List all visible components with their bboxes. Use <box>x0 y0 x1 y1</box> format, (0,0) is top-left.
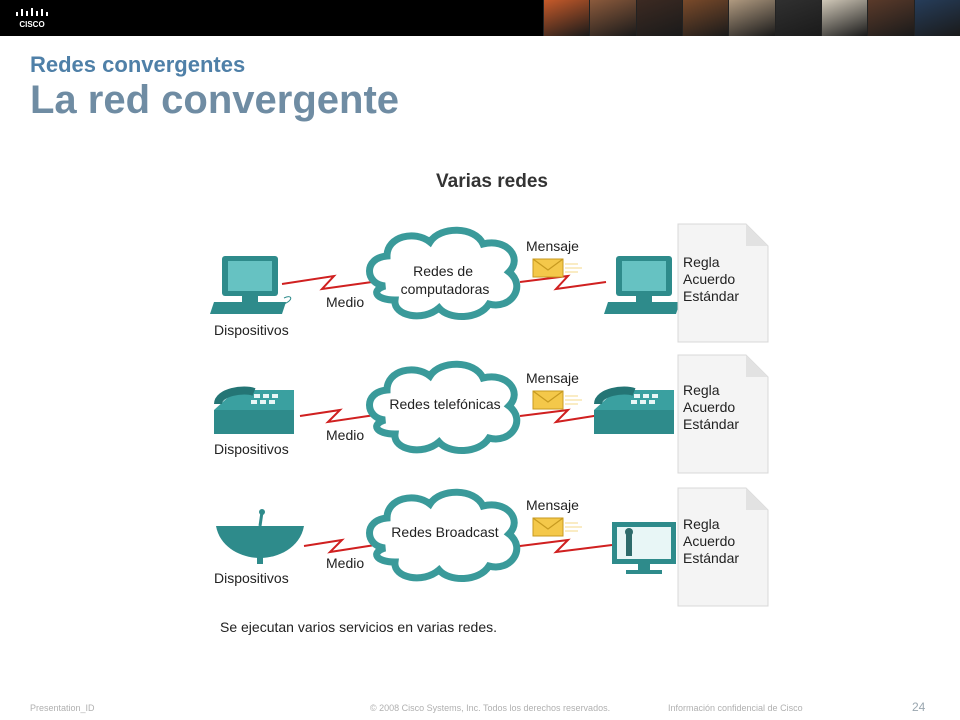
footer-presentation-id: Presentation_ID <box>30 703 95 713</box>
medium-link <box>299 408 376 424</box>
computer-icon <box>210 256 292 314</box>
rule-list: Regla Acuerdo Estándar <box>683 382 739 432</box>
slide-subtitle: Redes convergentes <box>30 52 246 77</box>
message-label: Mensaje <box>526 370 579 386</box>
envelope-icon <box>532 390 583 410</box>
medium-label: Medio <box>326 555 364 571</box>
network-label: Redes Broadcast <box>391 524 499 540</box>
message-label: Mensaje <box>526 238 579 254</box>
phone-icon <box>594 390 674 434</box>
envelope-icon <box>532 517 583 537</box>
computer-icon <box>604 256 680 314</box>
network-row-computers: Dispositivos Medio Redes de computadoras… <box>210 223 769 343</box>
cisco-logo-text: CISCO <box>19 20 44 29</box>
medium-link <box>519 538 613 554</box>
header-photo <box>589 0 636 36</box>
cisco-logo: CISCO <box>16 8 48 29</box>
header-photo <box>681 0 729 36</box>
network-label: Redes telefónicas <box>389 396 500 412</box>
header-photo <box>543 0 590 36</box>
device-label: Dispositivos <box>214 570 289 586</box>
top-bar: CISCO <box>0 0 960 36</box>
network-row-telephone: Dispositivos Medio Redes telefónicas Men… <box>214 354 769 474</box>
medium-link <box>303 538 376 554</box>
footer-confidential: Información confidencial de Cisco <box>668 703 803 713</box>
header-photo-strip <box>543 0 960 36</box>
header-photo <box>728 0 775 36</box>
medium-link <box>281 274 373 291</box>
slide-title: La red convergente <box>30 78 400 122</box>
medium-label: Medio <box>326 427 364 443</box>
envelope-icon <box>532 258 583 278</box>
phone-icon <box>214 390 294 434</box>
satellite-dish-icon <box>216 509 304 564</box>
network-label: Redes de computadoras <box>401 263 490 297</box>
rule-list: Regla Acuerdo Estándar <box>683 516 739 566</box>
network-label-line-2: computadoras <box>401 281 490 297</box>
message-label: Mensaje <box>526 497 579 513</box>
television-icon <box>612 522 676 574</box>
rule-list: Regla Acuerdo Estándar <box>683 254 739 304</box>
network-row-broadcast: Dispositivos Medio Redes Broadcast Mensa… <box>214 487 769 607</box>
footer-copyright: © 2008 Cisco Systems, Inc. Todos los der… <box>370 703 611 713</box>
medium-label: Medio <box>326 294 364 310</box>
network-label-line-1: Redes de <box>413 263 473 279</box>
diagram-heading: Varias redes <box>436 171 548 192</box>
page-number: 24 <box>912 700 926 714</box>
medium-link <box>519 408 601 424</box>
header-photo <box>774 0 821 36</box>
diagram-caption: Se ejecutan varios servicios en varias r… <box>220 619 497 635</box>
header-photo <box>913 0 960 36</box>
header-photo <box>820 0 868 36</box>
header-photo <box>635 0 682 36</box>
header-photo <box>867 0 914 36</box>
device-label: Dispositivos <box>214 441 289 457</box>
device-label: Dispositivos <box>214 322 289 338</box>
medium-link <box>519 274 607 291</box>
